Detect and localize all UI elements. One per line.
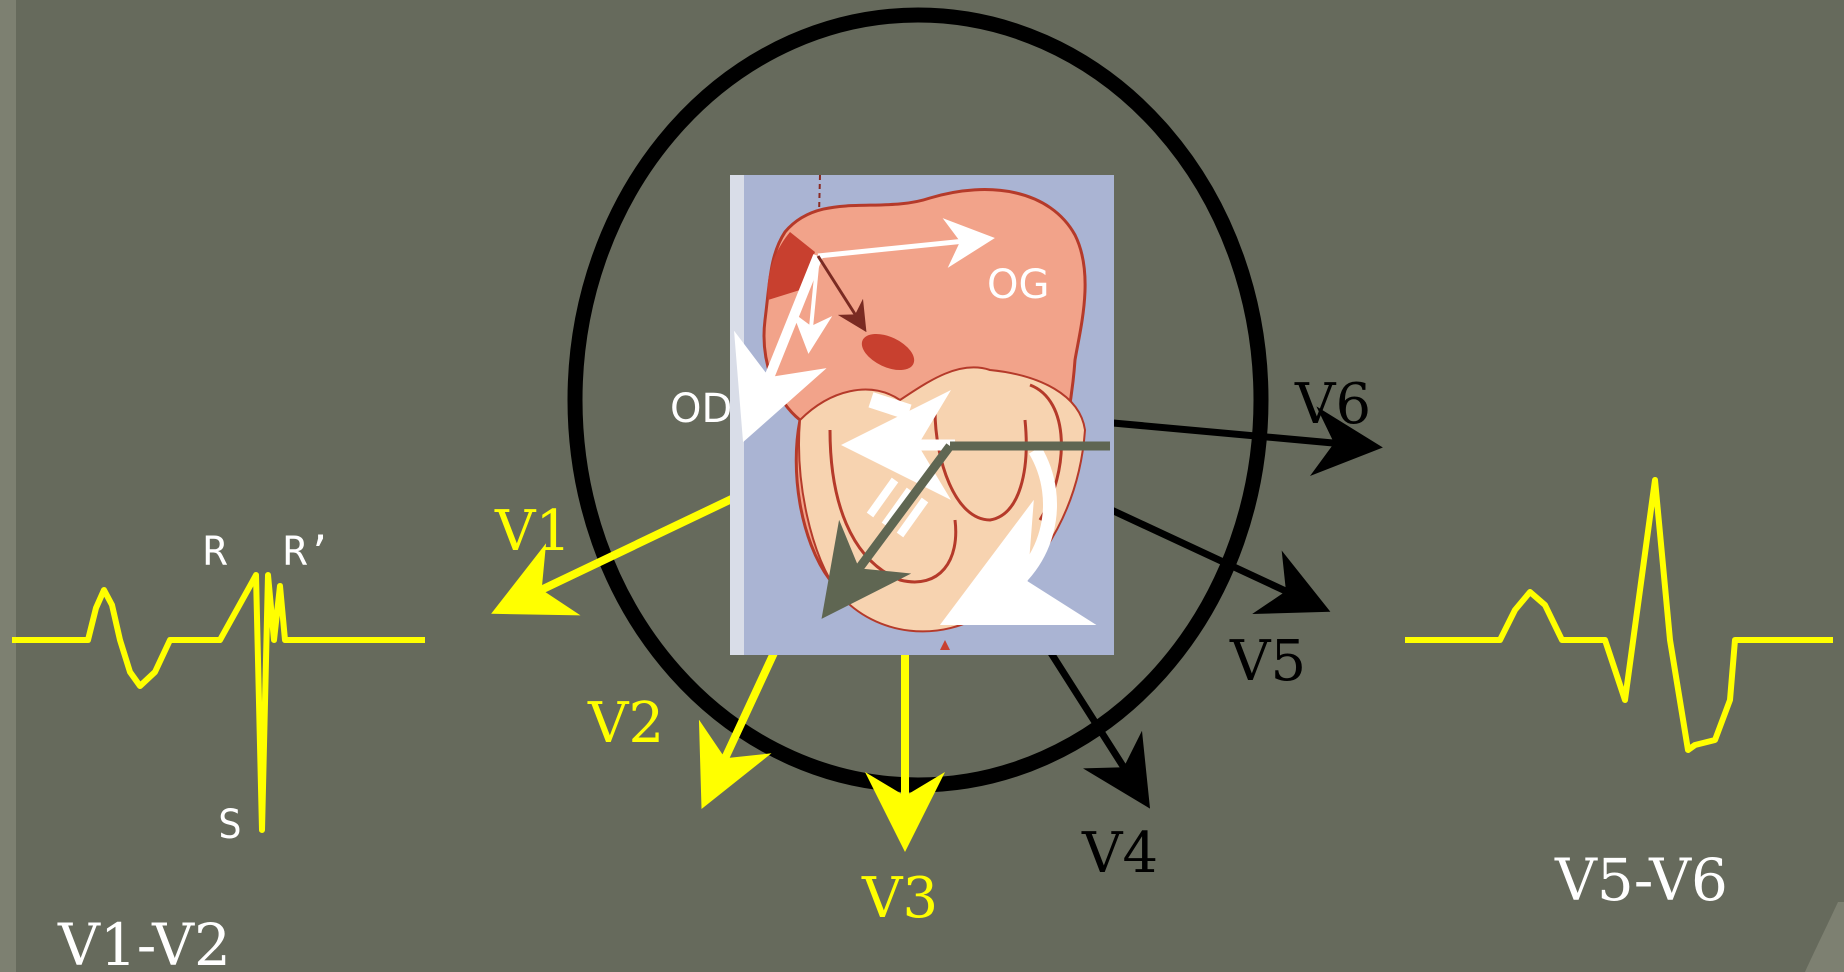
ecg-s-label: S xyxy=(218,802,242,848)
v1-label: V1 xyxy=(494,499,571,564)
v4-label: V4 xyxy=(1081,821,1158,886)
og-label: OG xyxy=(987,262,1049,308)
ecg-r-label: R xyxy=(203,529,228,575)
ecg-r-prime-label: R’ xyxy=(283,529,331,575)
v5-arrow xyxy=(1090,500,1305,600)
ecg-trace-v1-v2 xyxy=(12,575,425,830)
v3-label: V3 xyxy=(861,866,938,931)
od-label: OD xyxy=(670,386,732,432)
ecg-right-caption: V5-V6 xyxy=(1554,846,1728,914)
corner-decoration xyxy=(1805,902,1844,972)
heart-illustration xyxy=(730,175,1114,655)
v5-label: V5 xyxy=(1229,629,1306,694)
v2-label: V2 xyxy=(587,691,664,756)
v6-label: V6 xyxy=(1294,372,1371,437)
ecg-left-caption: V1-V2 xyxy=(57,911,231,972)
ecg-trace-v5-v6 xyxy=(1405,480,1833,750)
